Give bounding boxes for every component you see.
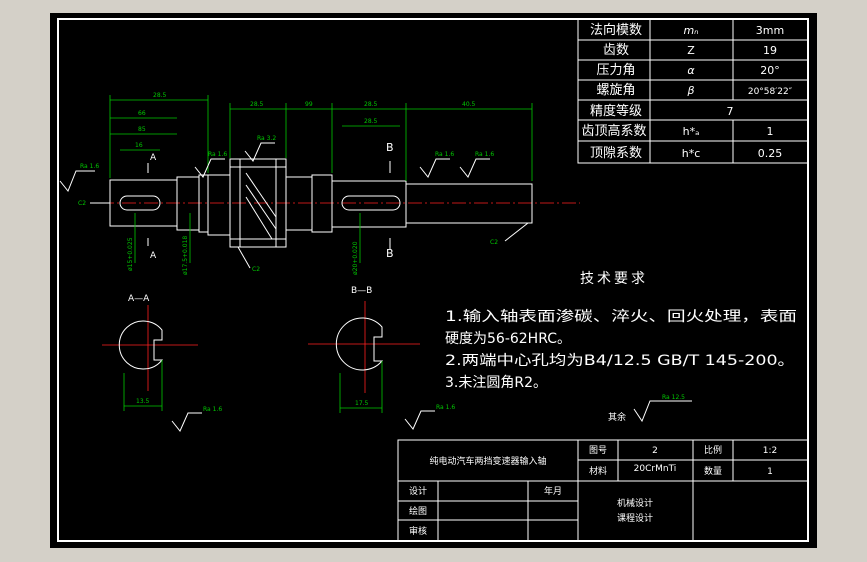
gear-label: 精度等级 (590, 103, 642, 119)
gear-label: 螺旋角 (596, 83, 635, 98)
gear-value: 1 (767, 125, 774, 138)
section-mark-a: A (150, 251, 157, 261)
course-line: 课程设计 (617, 512, 653, 524)
tech-title: 技术要求 (580, 271, 648, 287)
gear-label: 法向模数 (590, 22, 642, 38)
tech-line: 2.两端中心孔均为B4/12.5 GB/T 145-200。 (445, 353, 795, 369)
gear-label: 齿顶高系数 (581, 123, 646, 139)
tech-line: 3.未注圆角R2。 (445, 375, 547, 391)
shaft-main-view: A A B B (100, 141, 580, 261)
gear-label: 压力角 (596, 63, 635, 78)
dimensions: 28.5 66 85 16 28.5 99 28.5 28.5 40.5 ø15… (59, 92, 533, 275)
section-a-label: A—A (128, 294, 150, 304)
gear-value: 0.25 (758, 147, 783, 160)
gear-label: 齿数 (603, 43, 629, 58)
dim-text: ø17.5+0.018 (182, 236, 189, 275)
gear-symbol: mₙ (683, 24, 698, 37)
design-label: 设计 (409, 485, 427, 497)
dim-text: 16 (135, 142, 143, 149)
qty-label: 数量 (704, 465, 722, 477)
dim-text: 13.5 (136, 398, 150, 405)
roughness-text: Ra 1.6 (435, 151, 454, 158)
drawing-no: 2 (652, 446, 658, 456)
title-block: 纯电动汽车两挡变速器输入轴 图号 2 比例 1:2 材料 20CrMnTi 数量… (397, 439, 809, 542)
dim-text: 99 (305, 101, 313, 108)
dim-text: 40.5 (462, 101, 476, 108)
scale-label: 比例 (704, 444, 722, 456)
dim-text: 28.5 (153, 92, 167, 99)
section-mark-b: B (386, 141, 394, 154)
drawing-frame: 法向模数 mₙ 3mm 齿数 Z 19 压力角 α 20° 螺旋角 β 20°5… (50, 13, 817, 548)
keyway-a (119, 195, 161, 211)
roughness-text: Ra 1.6 (436, 404, 455, 411)
drawing-name: 纯电动汽车两挡变速器输入轴 (429, 455, 546, 467)
dim-text: 17.5 (355, 400, 369, 407)
chamfer-text: C2 (78, 200, 86, 207)
section-a: A—A 13.5 Ra 1.6 (102, 294, 222, 432)
dim-text: ø15+0.025 (127, 237, 134, 271)
technical-requirements: 技术要求 1.输入轴表面渗碳、淬火、回火处理，表面 硬度为56-62HRC。 2… (445, 271, 797, 391)
roughness-text: Ra 1.6 (208, 151, 227, 158)
chamfer-text: C2 (252, 266, 260, 273)
section-a-shape (118, 320, 164, 370)
rest-value: Ra 12.5 (662, 394, 685, 401)
check-label: 审核 (409, 525, 427, 537)
material-label: 材料 (589, 465, 607, 477)
gear-symbol: Z (687, 44, 695, 57)
gear-symbol: β (686, 84, 694, 97)
rest-label: 其余 (608, 411, 626, 423)
section-mark-a: A (150, 153, 157, 163)
chamfer-text: C2 (490, 239, 498, 246)
gear-value: 20° (760, 64, 780, 77)
roughness-text: Ra 1.6 (475, 151, 494, 158)
keyway-b (341, 195, 401, 211)
material-value: 20CrMnTi (634, 464, 677, 474)
drawing-no-label: 图号 (589, 445, 607, 456)
gear-label: 顶隙系数 (590, 146, 642, 161)
gear-symbol: h*c (682, 147, 701, 160)
qty-value: 1 (767, 467, 773, 477)
scale-value: 1:2 (763, 446, 777, 456)
drawn-label: 绘图 (409, 505, 427, 517)
rest-roughness: 其余 Ra 12.5 (608, 394, 692, 423)
course-line: 机械设计 (617, 497, 653, 509)
gear-symbol: h*ₐ (683, 125, 700, 138)
roughness-text: Ra 1.6 (80, 163, 99, 170)
tech-line: 硬度为56-62HRC。 (445, 331, 571, 347)
section-b-shape (335, 317, 384, 371)
gear-value: 3mm (756, 24, 784, 37)
drawing-canvas: 法向模数 mₙ 3mm 齿数 Z 19 压力角 α 20° 螺旋角 β 20°5… (57, 18, 809, 542)
dim-text: ø20+0.020 (352, 241, 359, 275)
date-label: 年月 (544, 485, 562, 497)
dim-text: 66 (138, 110, 146, 117)
section-mark-b: B (386, 247, 394, 260)
section-b: B—B 17.5 Ra 1.6 (308, 286, 455, 430)
dim-text: 28.5 (364, 101, 378, 108)
gear-parameter-table: 法向模数 mₙ 3mm 齿数 Z 19 压力角 α 20° 螺旋角 β 20°5… (577, 18, 809, 164)
tech-line: 1.输入轴表面渗碳、淬火、回火处理，表面 (445, 309, 797, 325)
dim-text: 85 (138, 126, 146, 133)
gear-symbol: α (687, 64, 695, 77)
roughness-text: Ra 1.6 (203, 406, 222, 413)
gear-value: 20°58′22″ (748, 87, 793, 97)
dim-text: 28.5 (364, 118, 378, 125)
gear-value: 19 (763, 44, 777, 57)
dim-text: 28.5 (250, 101, 264, 108)
gear-value: 7 (727, 105, 734, 118)
roughness-text: Ra 3.2 (257, 135, 276, 142)
section-b-label: B—B (351, 286, 372, 296)
